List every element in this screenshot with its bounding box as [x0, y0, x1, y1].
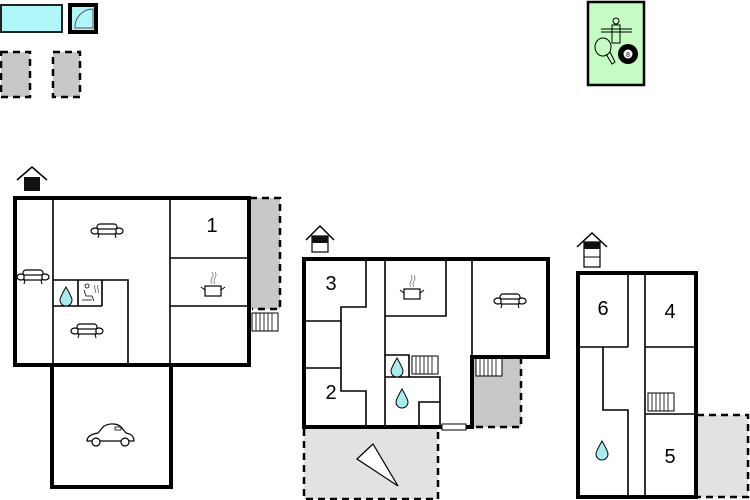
stairs-icon: [411, 355, 439, 375]
stairs-icon: [475, 357, 503, 377]
foosball-icon: [601, 17, 632, 44]
terrace: [250, 198, 280, 309]
room-label-2: 2: [325, 382, 336, 404]
entrance-icon: [305, 224, 335, 253]
legend-pool: [0, 3, 98, 34]
building-3: 6 4 5: [576, 231, 750, 499]
garage: [50, 363, 173, 489]
pool-icon: [0, 4, 63, 33]
room-label-4: 4: [664, 301, 675, 323]
car-icon: [86, 423, 135, 447]
stairs-icon: [251, 312, 279, 332]
building-1: 1: [13, 166, 282, 489]
terrace: [697, 415, 748, 497]
activity-room-icon: 8: [586, 0, 646, 87]
sofa-icon: [16, 269, 50, 285]
bathroom-drop-icon: [59, 286, 73, 307]
table-tennis-icon: [594, 37, 616, 65]
kitchen-pot-icon: [200, 271, 226, 297]
bathroom-drop-icon: [395, 388, 409, 409]
terrace-legend-icon: [51, 50, 82, 99]
compass-icon: [356, 443, 399, 487]
billiard-ball-icon: 8: [618, 44, 638, 64]
room-label-6: 6: [597, 298, 608, 320]
sofa-icon: [493, 293, 527, 309]
bathroom-drop-icon: [595, 440, 609, 461]
building-2: 3 2: [302, 224, 550, 500]
door-icon: [441, 423, 467, 431]
entrance-icon: [576, 231, 608, 268]
terrace-legend-icon: [0, 50, 32, 99]
entrance-icon: [16, 166, 48, 191]
sofa-icon: [70, 323, 104, 339]
room-label-5: 5: [664, 446, 675, 468]
bathroom-drop-icon: [390, 357, 404, 378]
room-label-1: 1: [206, 215, 217, 237]
ball-number: 8: [626, 52, 630, 59]
sauna-icon: [82, 283, 99, 302]
kitchen-pot-icon: [399, 274, 425, 300]
sofa-icon: [90, 223, 124, 239]
stairs-icon: [647, 392, 675, 412]
room-label-3: 3: [325, 273, 336, 295]
